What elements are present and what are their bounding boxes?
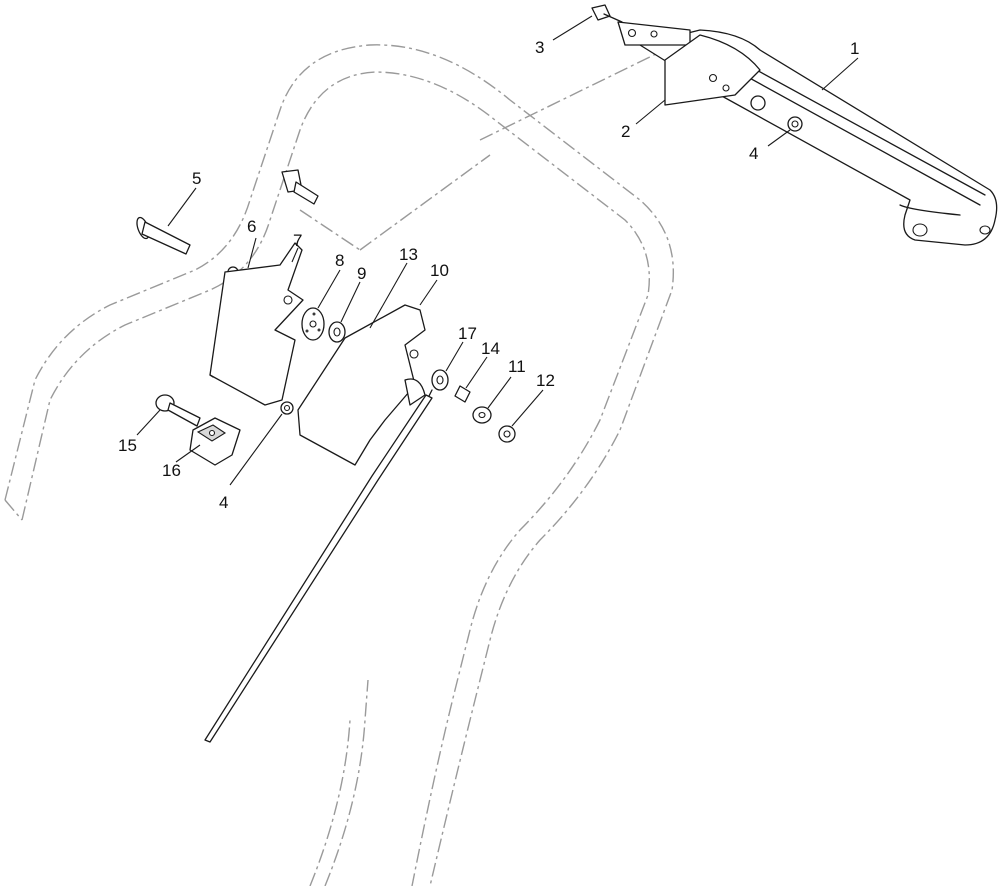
part-10-control-plate — [297, 304, 426, 466]
callout-16: 16 — [162, 461, 181, 480]
callout-13: 13 — [399, 245, 418, 264]
part-7-control-bracket — [209, 242, 304, 406]
callout-10: 10 — [430, 261, 449, 280]
callout-4-lower: 4 — [219, 493, 228, 512]
callout-15: 15 — [118, 436, 137, 455]
part-9-spacer — [328, 321, 346, 343]
part-2-mounting-bracket — [664, 34, 761, 106]
callout-3: 3 — [535, 38, 544, 57]
callout-12: 12 — [536, 371, 555, 390]
callout-7: 7 — [293, 231, 302, 250]
part-11-washer — [472, 406, 492, 424]
part-3-bolt — [591, 4, 623, 23]
callout-14: 14 — [481, 339, 500, 358]
part-16-knob — [189, 417, 241, 466]
handle-frame-phantom — [4, 44, 675, 886]
callout-1: 1 — [850, 39, 859, 58]
part-4-nut-upper — [750, 95, 803, 132]
callout-8: 8 — [335, 251, 344, 270]
part-4-nut-lower — [280, 401, 294, 415]
pivot-bolt — [281, 169, 319, 205]
callout-17: 17 — [458, 324, 477, 343]
callout-6: 6 — [247, 217, 256, 236]
part-15-lever-pin — [155, 394, 201, 427]
callout-labels: 1 2 3 4 4 5 6 7 8 9 10 11 12 13 14 15 16… — [118, 38, 859, 512]
part-5-shoulder-bolt — [136, 216, 191, 255]
callout-4-upper: 4 — [749, 144, 758, 163]
part-17-eyelet — [427, 369, 449, 399]
callout-11: 11 — [508, 357, 526, 376]
callout-9: 9 — [357, 264, 366, 283]
callout-5: 5 — [192, 169, 201, 188]
part-8-ratchet-wheel — [301, 307, 325, 341]
control-cable — [204, 394, 433, 743]
part-14-screw — [454, 385, 471, 403]
callout-2: 2 — [621, 122, 630, 141]
part-12-locknut — [498, 425, 516, 443]
leader-lines — [136, 15, 859, 486]
